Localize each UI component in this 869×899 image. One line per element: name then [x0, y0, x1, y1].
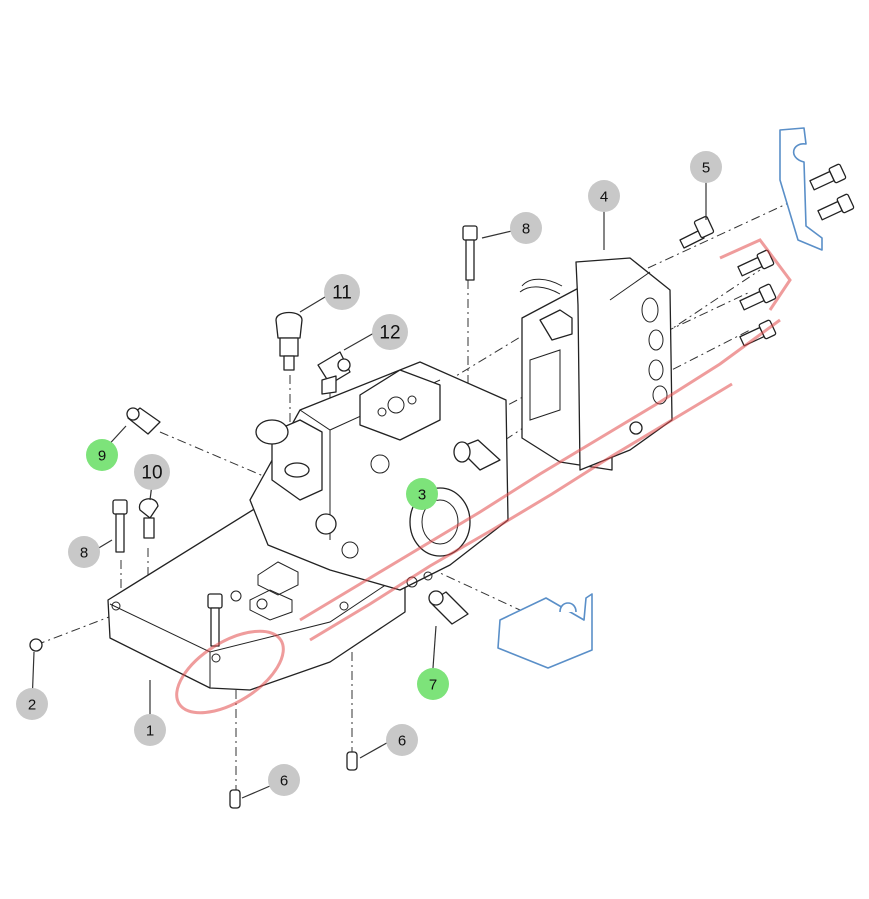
callout-9-label: 9	[98, 448, 106, 465]
callout-10: 10	[134, 454, 170, 490]
valve-body-housing	[107, 361, 509, 691]
bracket-top-right	[779, 127, 823, 251]
callout-8a-label: 8	[522, 221, 530, 238]
callout-1-label: 1	[146, 723, 154, 740]
long-bolt-part-8-left	[112, 499, 128, 553]
callout-6a-label: 6	[280, 773, 288, 790]
callout-8-top: 8	[510, 212, 542, 244]
pin-part-6-left	[229, 789, 241, 809]
callout-6b-label: 6	[398, 733, 406, 750]
callout-11: 11	[324, 274, 360, 310]
callout-3-label: 3	[418, 487, 426, 504]
callout-7: 7	[417, 668, 449, 700]
callout-7-label: 7	[429, 677, 437, 694]
bracket-lower	[497, 593, 593, 669]
watermark	[175, 238, 792, 715]
callout-2: 2	[16, 688, 48, 720]
callout-11-label: 11	[332, 283, 352, 304]
callout-12: 12	[372, 314, 408, 350]
callout-5: 5	[690, 151, 722, 183]
callout-6-right: 6	[386, 724, 418, 756]
callout-10-label: 10	[141, 463, 162, 484]
bolt-part-5	[679, 215, 715, 249]
bolt-in-body	[207, 593, 223, 647]
callout-9: 9	[86, 439, 118, 471]
callout-12-label: 12	[379, 323, 400, 344]
fitting-part-7	[428, 590, 469, 625]
solenoid-valve-block	[519, 257, 673, 471]
callout-4: 4	[588, 180, 620, 212]
ball-part-2	[29, 638, 43, 652]
callout-1-bubble	[134, 714, 166, 746]
elbow-fitting-part-12	[317, 351, 351, 395]
fitting-part-9	[126, 407, 161, 435]
callout-4-label: 4	[600, 189, 608, 206]
clip-part-10	[138, 498, 159, 539]
long-bolt-part-8-top	[462, 225, 478, 281]
callout-5-label: 5	[702, 160, 710, 177]
callout-3: 3	[406, 478, 438, 510]
fitting-part-3	[453, 439, 501, 471]
callout-8-left: 8	[68, 536, 100, 568]
pin-part-6-right	[346, 751, 358, 771]
callout-2-label: 2	[28, 697, 36, 714]
callout-6-left: 6	[268, 764, 300, 796]
plug-fitting-part-11	[275, 311, 303, 371]
callout-8b-label: 8	[80, 545, 88, 562]
callout-1: 1	[134, 714, 166, 746]
